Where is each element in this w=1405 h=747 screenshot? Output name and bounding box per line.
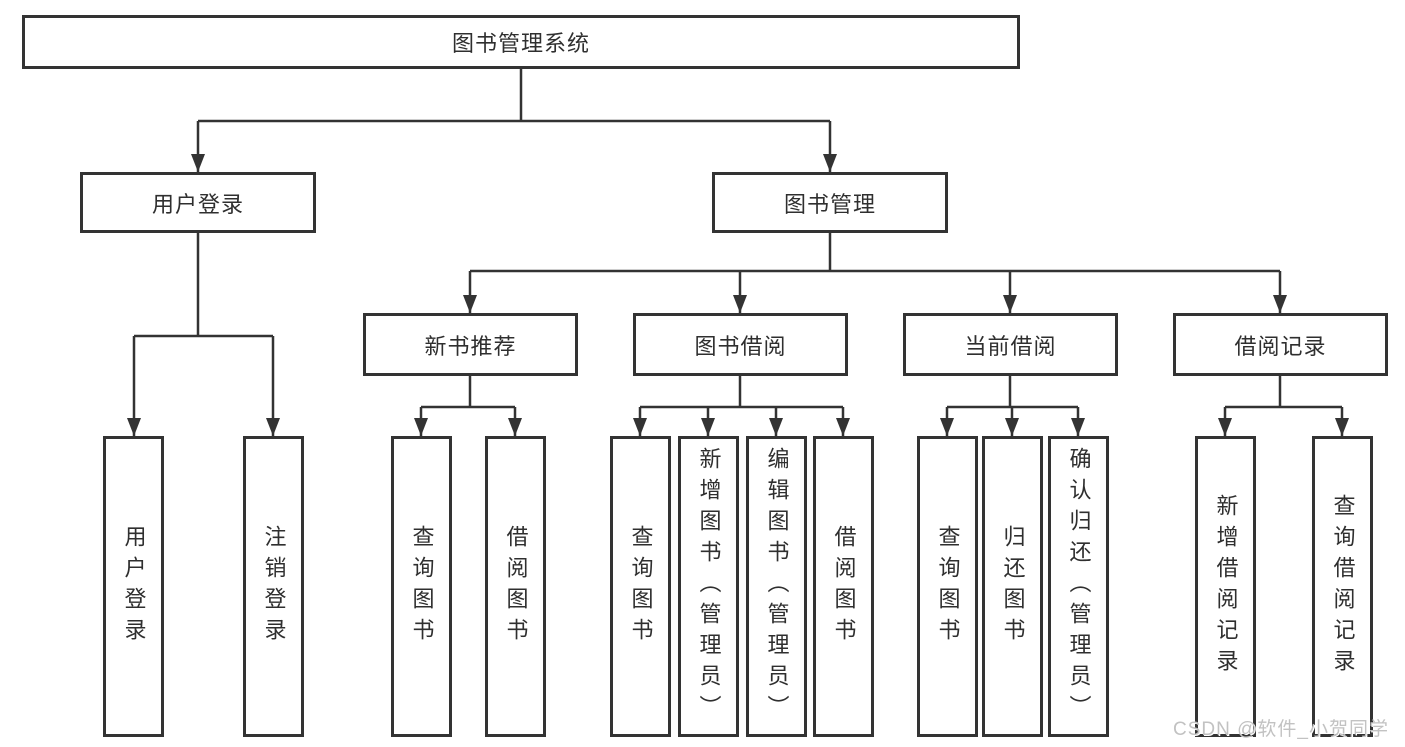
node-leaf-user-login: 用户登录 — [103, 436, 164, 737]
connector-book-management-branch — [463, 232, 1287, 313]
node-label: 确认归还（管理员） — [1066, 447, 1092, 726]
connector-new-books-branch — [414, 376, 522, 436]
node-leaf-logout: 注销登录 — [243, 436, 304, 737]
connector-root-to-level2 — [191, 68, 837, 172]
node-label: 图书管理 — [783, 191, 876, 217]
node-leaf-edit-books-admin: 编辑图书（管理员） — [746, 436, 807, 737]
node-borrow-records: 借阅记录 — [1173, 313, 1388, 376]
node-label: 图书管理系统 — [451, 31, 590, 56]
node-leaf-query-books-3: 查询图书 — [917, 436, 978, 737]
connector-user-login-branch — [127, 232, 280, 436]
node-leaf-return-books: 归还图书 — [982, 436, 1043, 737]
node-label: 查询图书 — [409, 524, 435, 649]
node-label: 注销登录 — [261, 524, 287, 649]
connector-book-borrow-branch — [633, 376, 850, 436]
node-label: 新增借阅记录 — [1213, 493, 1239, 680]
node-label: 新增图书（管理员） — [696, 447, 722, 726]
node-leaf-query-books-2: 查询图书 — [610, 436, 671, 737]
node-new-book-recommend: 新书推荐 — [363, 313, 578, 376]
node-leaf-query-borrow-record: 查询借阅记录 — [1312, 436, 1373, 737]
node-book-borrow: 图书借阅 — [633, 313, 848, 376]
node-leaf-add-books-admin: 新增图书（管理员） — [678, 436, 739, 737]
node-label: 编辑图书（管理员） — [764, 447, 790, 726]
node-label: 用户登录 — [151, 191, 244, 217]
node-label: 归还图书 — [1000, 524, 1026, 649]
node-leaf-confirm-return-admin: 确认归还（管理员） — [1048, 436, 1109, 737]
node-library-management-system: 图书管理系统 — [22, 15, 1020, 69]
node-user-login: 用户登录 — [80, 172, 316, 233]
node-leaf-add-borrow-record: 新增借阅记录 — [1195, 436, 1256, 737]
node-label: 查询借阅记录 — [1330, 493, 1356, 680]
node-label: 当前借阅 — [964, 333, 1057, 359]
connector-borrow-records-branch — [1218, 376, 1349, 436]
connector-current-borrow-branch — [940, 376, 1085, 436]
node-leaf-borrow-books-2: 借阅图书 — [813, 436, 874, 737]
node-label: 查询图书 — [628, 524, 654, 649]
node-label: 借阅图书 — [831, 524, 857, 649]
node-label: 新书推荐 — [424, 333, 517, 359]
node-label: 借阅记录 — [1234, 333, 1327, 359]
node-label: 借阅图书 — [503, 524, 529, 649]
csdn-watermark: CSDN @软件_小贺同学 — [1173, 719, 1389, 740]
node-current-borrow: 当前借阅 — [903, 313, 1118, 376]
node-book-management: 图书管理 — [712, 172, 948, 233]
node-leaf-borrow-books-1: 借阅图书 — [485, 436, 546, 737]
node-leaf-query-books-1: 查询图书 — [391, 436, 452, 737]
node-label: 用户登录 — [121, 524, 147, 649]
node-label: 图书借阅 — [694, 333, 787, 359]
node-label: 查询图书 — [935, 524, 961, 649]
